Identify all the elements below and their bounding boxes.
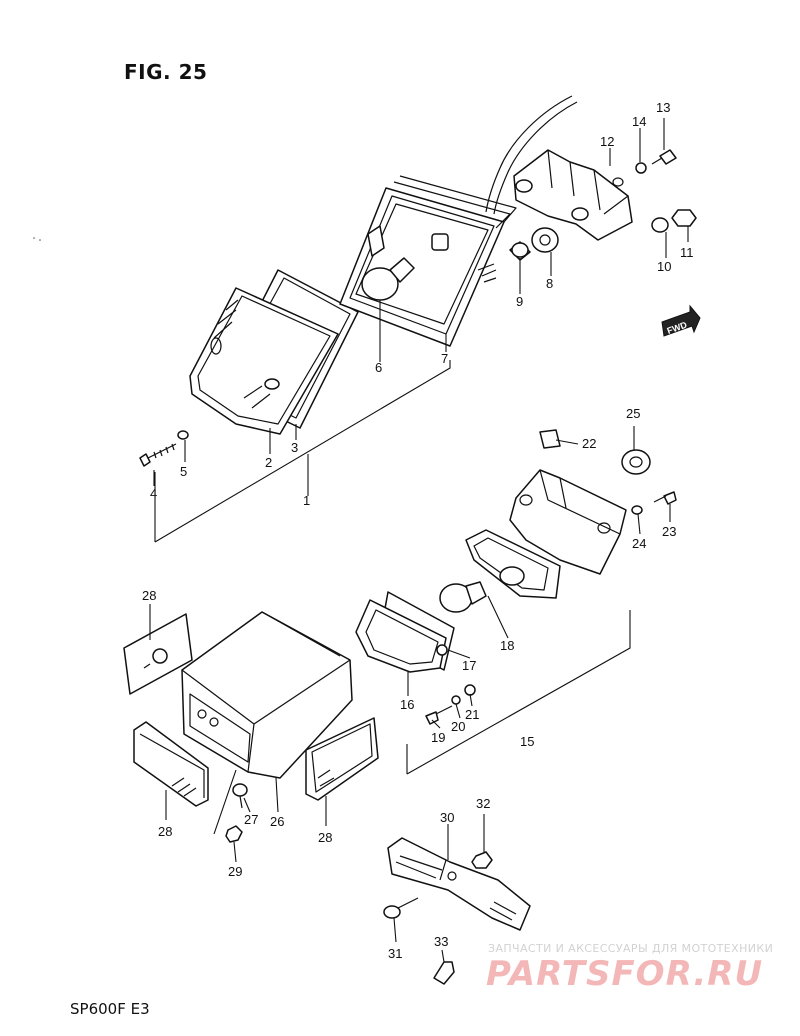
part-5-washer (177, 430, 189, 440)
part-11-nut (671, 209, 697, 227)
callout-27: 27 (244, 812, 258, 827)
part-30-license-bracket (387, 837, 531, 931)
part-12-bracket (513, 149, 633, 241)
part-28-reflector-right (305, 717, 379, 801)
callout-21: 21 (465, 707, 479, 722)
part-14-washer (635, 162, 647, 174)
callout-25: 25 (626, 406, 640, 421)
callout-10: 10 (657, 259, 671, 274)
callout-24: 24 (632, 536, 646, 551)
callout-28-left: 28 (158, 824, 172, 839)
callout-16: 16 (400, 697, 414, 712)
part-22-pad (539, 429, 561, 449)
part-23-screw (653, 491, 677, 505)
callout-28-right: 28 (318, 830, 332, 845)
part-7-taillight-housing (339, 175, 517, 347)
callout-31: 31 (388, 946, 402, 961)
callout-20: 20 (451, 719, 465, 734)
wire-harness (485, 95, 573, 213)
part-25-grommet (621, 449, 651, 475)
callout-19: 19 (431, 730, 445, 745)
license-lamp-socket (465, 529, 561, 599)
callout-32: 32 (476, 796, 490, 811)
part-2-taillight-lens (189, 287, 339, 435)
part-6-bulb (361, 257, 415, 301)
callout-30: 30 (440, 810, 454, 825)
callout-15: 15 (520, 734, 534, 749)
callout-9: 9 (516, 294, 523, 309)
part-13-screw (651, 149, 677, 165)
part-31-screw (383, 897, 419, 919)
part-10-washer (651, 217, 669, 233)
watermark-caption: ЗАПЧАСТИ И АКСЕССУАРЫ ДЛЯ МОТОТЕХНИКИ (488, 942, 774, 955)
leader-lines (149, 118, 689, 963)
callout-11: 11 (680, 245, 694, 260)
part-8-grommet (531, 227, 559, 253)
callout-17: 17 (462, 658, 476, 673)
part-9-collar (509, 241, 531, 261)
part-20-washer (451, 695, 461, 705)
part-18-bulb (439, 581, 487, 613)
callout-5: 5 (180, 464, 187, 479)
callout-6: 6 (375, 360, 382, 375)
part-32-nut (471, 851, 493, 869)
part-4-screw (139, 443, 177, 467)
callout-12: 12 (600, 134, 614, 149)
watermark-logo: PARTSFOR.RU (486, 954, 764, 994)
part-16-license-lens (355, 599, 448, 673)
part-26-rear-housing (181, 611, 353, 779)
callout-28-upper: 28 (142, 588, 156, 603)
callout-29: 29 (228, 864, 242, 879)
callout-26: 26 (270, 814, 284, 829)
callout-3: 3 (291, 440, 298, 455)
part-28-reflector-left (133, 721, 209, 807)
part-21-washer (464, 684, 476, 696)
part-27-screw (232, 783, 248, 809)
model-code: SP600F E3 (70, 1000, 150, 1018)
fwd-arrow-icon (661, 304, 701, 337)
callout-13: 13 (656, 100, 670, 115)
callout-4: 4 (150, 486, 157, 501)
part-28-reflector-upper (123, 613, 193, 695)
figure-title: FIG. 25 (124, 60, 208, 84)
callout-labels: 1 2 3 4 5 6 7 8 9 10 11 12 13 14 15 16 1… (142, 100, 694, 961)
callout-1: 1 (303, 493, 310, 508)
callout-14: 14 (632, 114, 646, 129)
part-19-screw (425, 705, 453, 725)
part-29-nut (225, 825, 243, 843)
callout-2: 2 (265, 455, 272, 470)
callout-33: 33 (434, 934, 448, 949)
license-lamp-bracket (509, 469, 627, 575)
callout-8: 8 (546, 276, 553, 291)
callout-7: 7 (441, 351, 448, 366)
callout-22: 22 (582, 436, 596, 451)
part-33-bulb (433, 961, 455, 985)
callout-23: 23 (662, 524, 676, 539)
part-24-washer (631, 505, 643, 515)
callout-18: 18 (500, 638, 514, 653)
